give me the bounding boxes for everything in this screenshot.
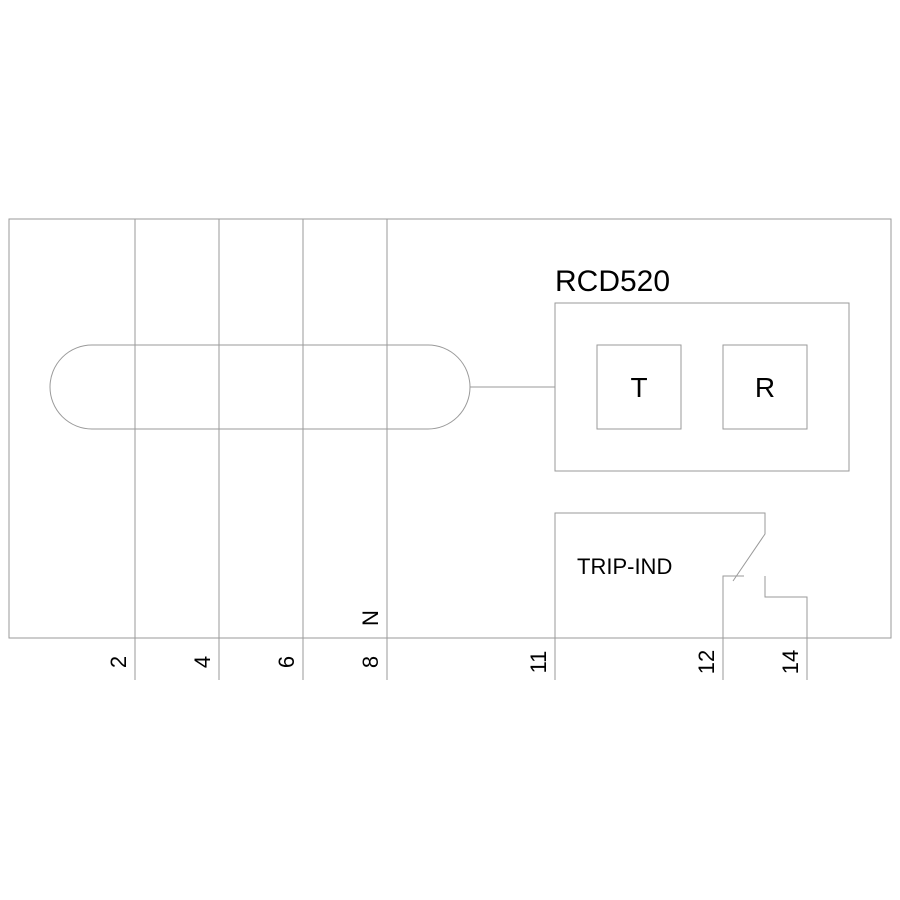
terminal-labels: 2 4 6 8 11 12 14	[106, 650, 803, 674]
trip-indicator-label: TRIP-IND	[577, 554, 672, 579]
terminal-label: 11	[526, 651, 551, 674]
terminal-label: 14	[778, 650, 803, 674]
mechanism-link	[49, 344, 471, 430]
neutral-label: N	[358, 610, 383, 626]
test-button[interactable]	[596, 344, 682, 430]
terminal-label: 2	[106, 656, 131, 668]
terminal-label: 6	[274, 656, 299, 668]
trip-indicator-contact	[554, 512, 808, 680]
device-title: RCD520	[555, 265, 670, 298]
terminal-label: 4	[190, 656, 215, 668]
test-button-label: T	[630, 372, 647, 403]
device-outline	[8, 218, 892, 639]
terminal-label: 8	[358, 656, 383, 668]
reset-button[interactable]	[722, 344, 808, 430]
terminal-label: 12	[694, 650, 719, 674]
control-box	[554, 302, 850, 472]
reset-button-label: R	[755, 372, 775, 403]
pole-lines	[134, 219, 388, 680]
